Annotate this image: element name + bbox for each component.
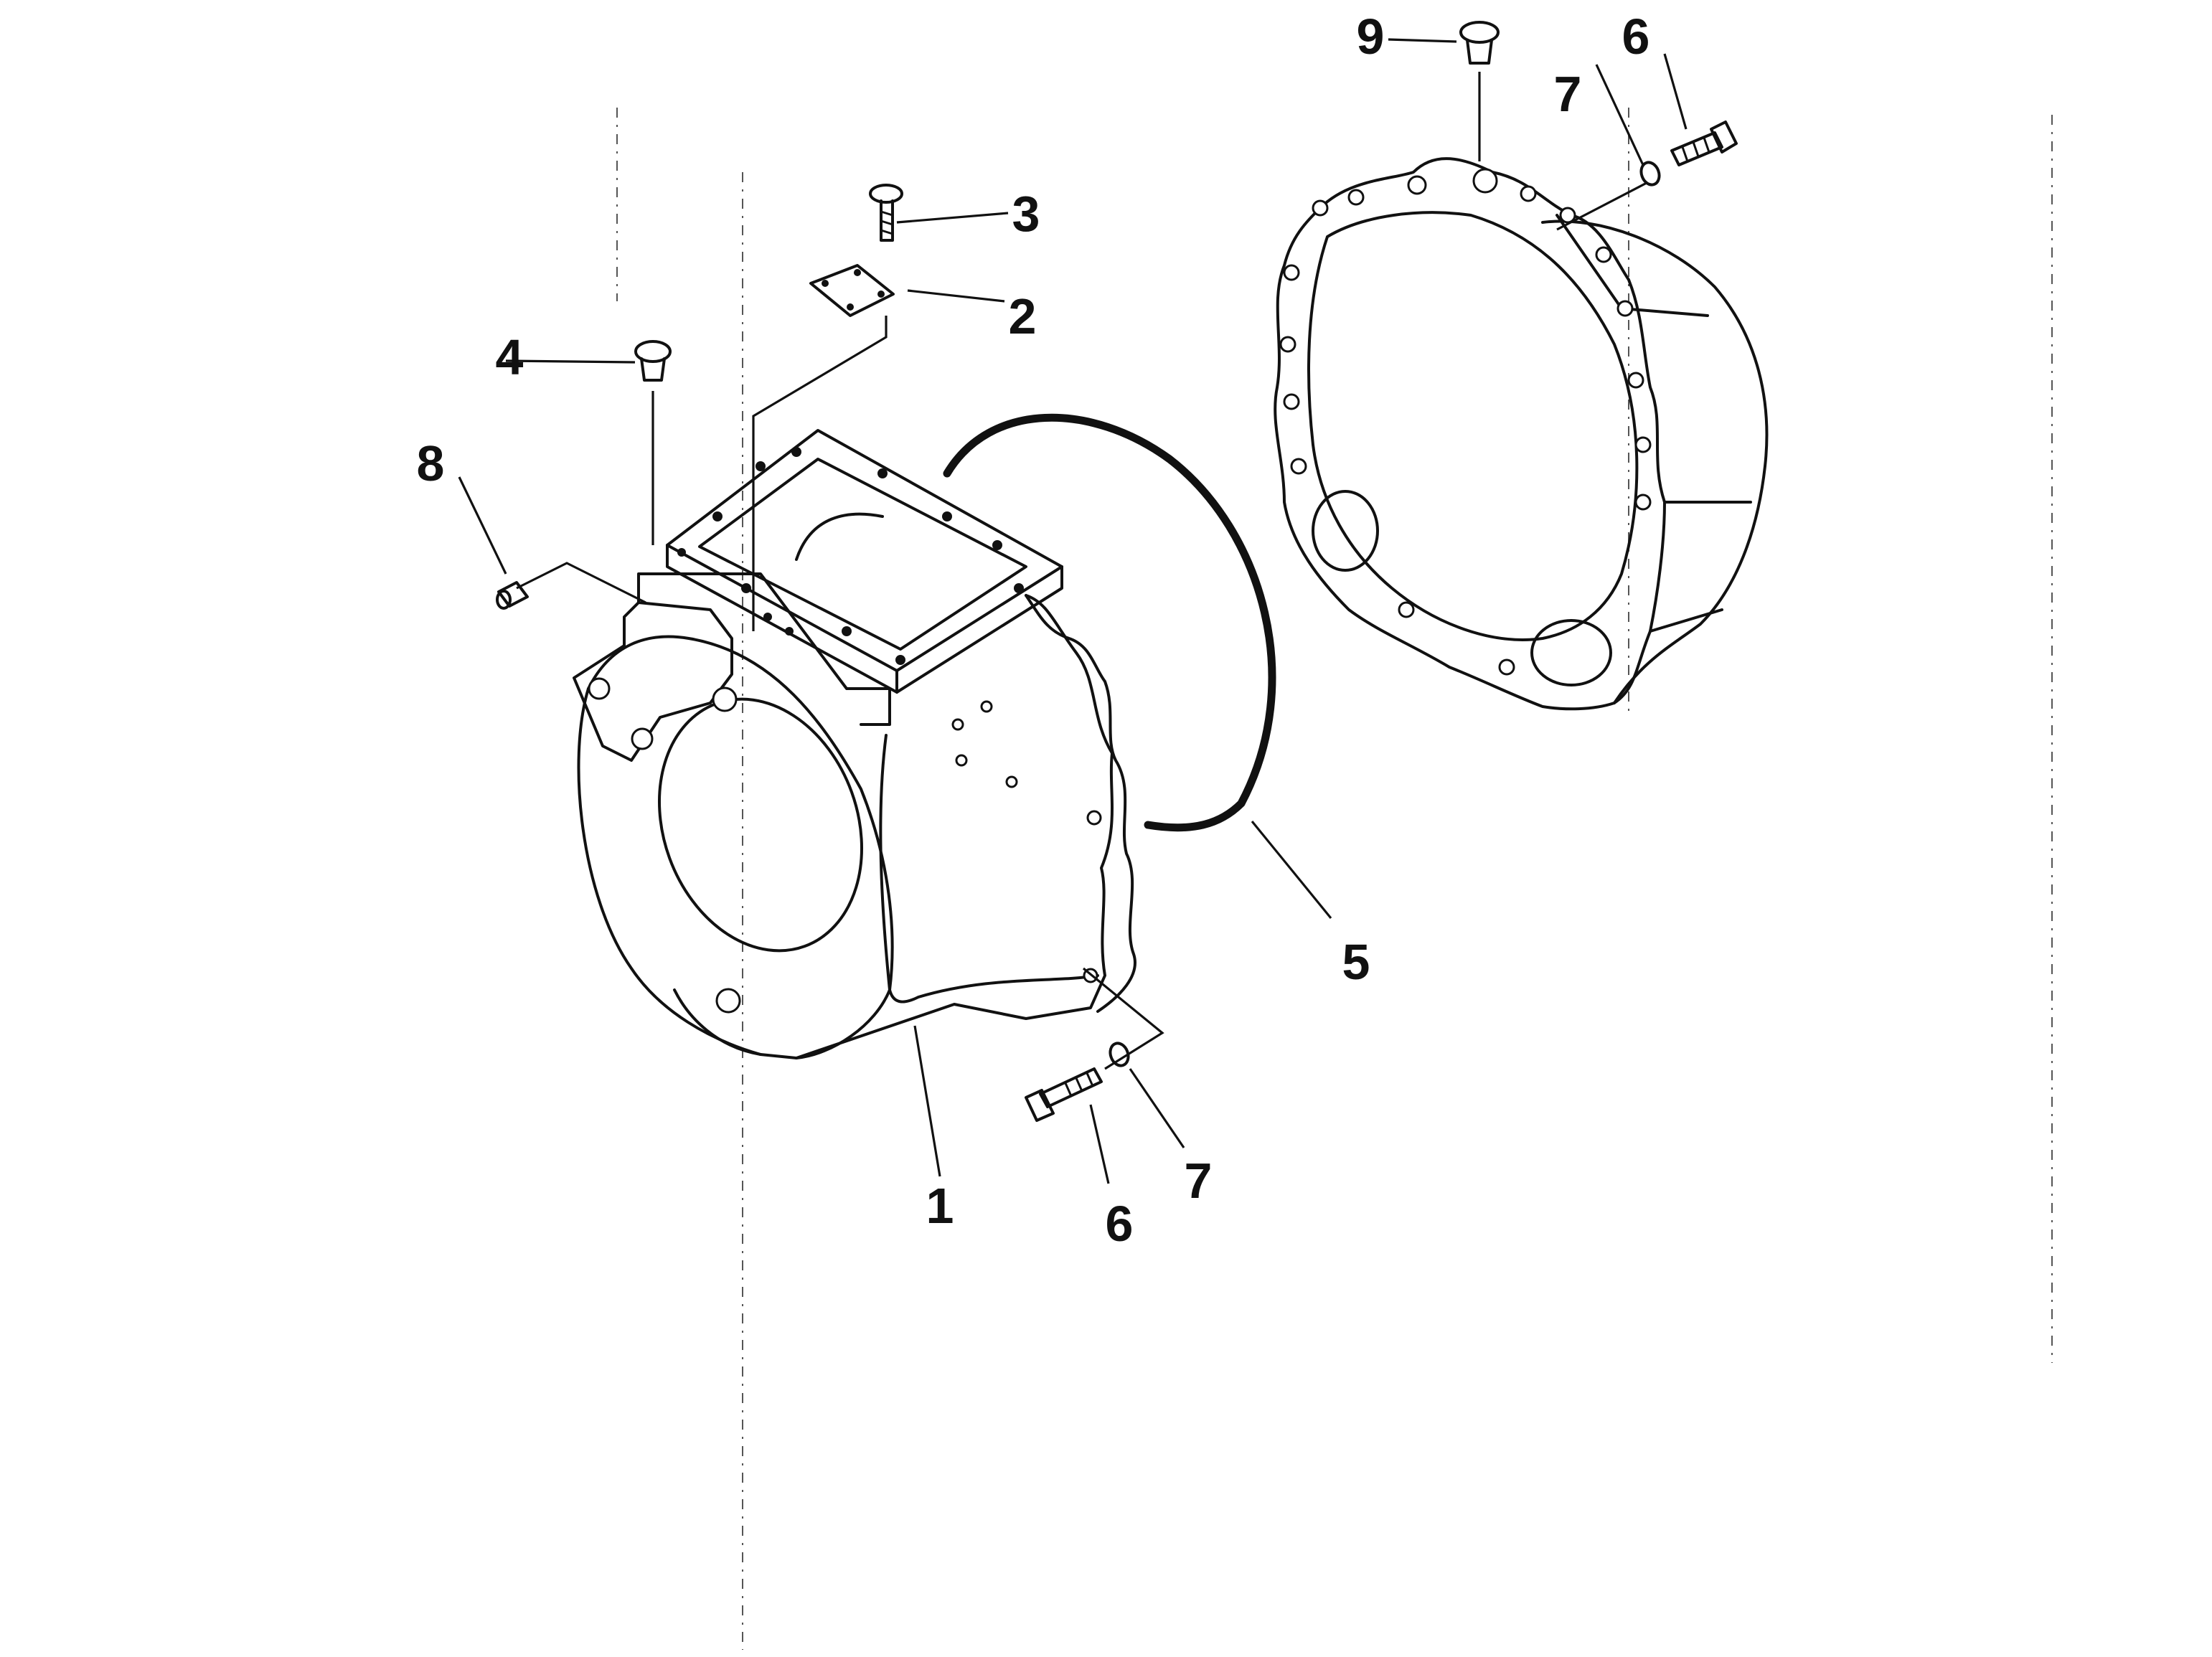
washer-top-right xyxy=(1639,161,1661,187)
callout-7-bottom: 7 xyxy=(1185,1153,1213,1209)
leader-lines xyxy=(458,38,1688,1184)
callout-6-bottom: 6 xyxy=(1106,1196,1134,1252)
callout-7-top: 7 xyxy=(1554,66,1582,122)
bolt-bottom xyxy=(1025,1067,1103,1122)
bolt-top-right xyxy=(1670,121,1738,166)
callout-labels: 1 2 3 4 5 6 6 7 7 8 9 xyxy=(417,9,1650,1252)
o-ring xyxy=(943,413,1276,832)
callout-6-top: 6 xyxy=(1622,9,1650,65)
scan-center-lines xyxy=(616,108,2053,1650)
cover-bolt xyxy=(869,184,903,242)
callout-1: 1 xyxy=(926,1178,954,1234)
plug-left xyxy=(634,340,672,382)
dowel-pin xyxy=(496,581,529,610)
callout-2: 2 xyxy=(1009,288,1037,344)
callout-9: 9 xyxy=(1357,9,1385,65)
plug-right xyxy=(1459,21,1500,65)
cover-plate xyxy=(809,264,895,317)
rear-flywheel-housing xyxy=(1274,157,1769,711)
callout-5: 5 xyxy=(1342,934,1370,990)
callout-8: 8 xyxy=(417,435,445,491)
flywheel-housing xyxy=(573,429,1136,1059)
callout-4: 4 xyxy=(496,329,524,385)
washer-bottom xyxy=(1109,1042,1130,1067)
callout-3: 3 xyxy=(1012,186,1040,242)
